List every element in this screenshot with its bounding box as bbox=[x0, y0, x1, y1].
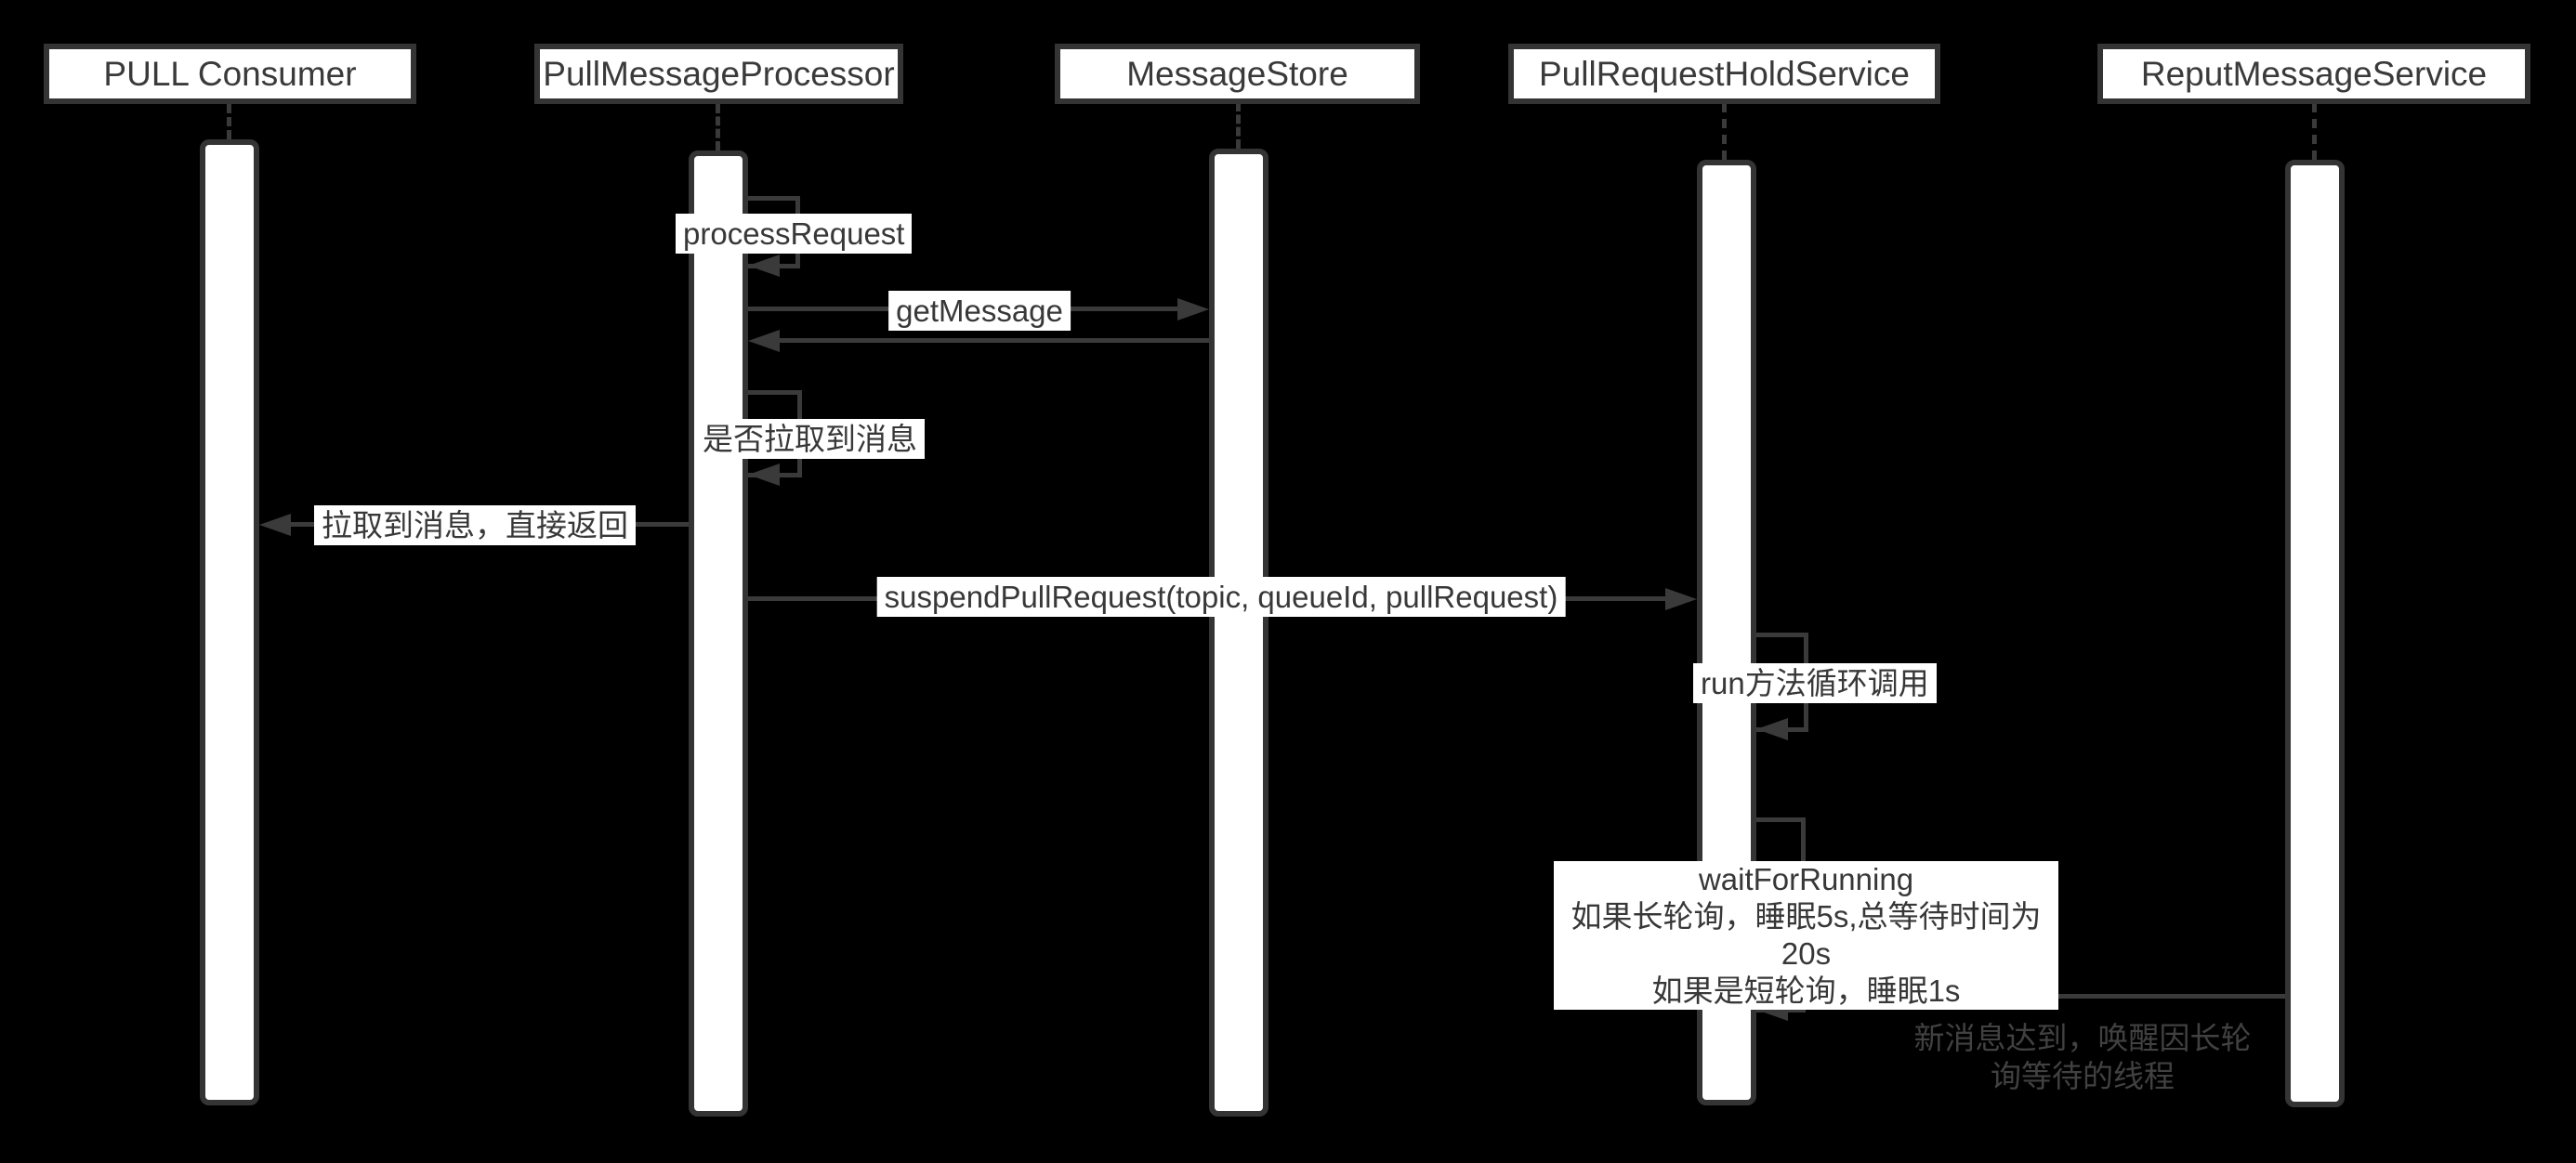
label-run: run方法循环调用 bbox=[1693, 663, 1937, 703]
note-line-2: 询等待的线程 bbox=[1991, 1059, 2175, 1093]
activation-message-store bbox=[1209, 149, 1268, 1117]
activation-reput-message-service bbox=[2285, 160, 2345, 1107]
lifeline-pull-request-hold-service bbox=[1722, 103, 1727, 160]
lifeline-reput-message-service bbox=[2312, 103, 2317, 160]
arrowhead-check-pulled bbox=[748, 464, 780, 486]
lifeline-pull-consumer bbox=[227, 104, 231, 139]
note-line-1: 新消息达到，唤醒因长轮 bbox=[1913, 1021, 2252, 1055]
wait-for-running-line-1: waitForRunning bbox=[1698, 862, 1914, 896]
participant-message-store: MessageStore bbox=[1055, 44, 1420, 104]
label-process-request: processRequest bbox=[676, 214, 913, 254]
arrowhead-process-request bbox=[748, 255, 780, 277]
wait-for-running-line-3: 如果是短轮询，睡眠1s bbox=[1651, 974, 1961, 1008]
line-notify-message-arriving bbox=[1865, 994, 2285, 999]
lifeline-pull-message-processor bbox=[716, 104, 720, 150]
label-get-message: getMessage bbox=[888, 291, 1071, 331]
activation-pull-consumer bbox=[200, 139, 259, 1105]
participant-label: MessageStore bbox=[1126, 54, 1348, 93]
arrowhead-get-message-return bbox=[748, 330, 780, 352]
participant-pull-message-processor: PullMessageProcessor bbox=[534, 44, 903, 104]
arrowhead-get-message bbox=[1177, 298, 1209, 320]
participant-label: PULL Consumer bbox=[103, 54, 357, 93]
activation-pull-message-processor bbox=[689, 150, 748, 1117]
participant-reput-message-service: ReputMessageService bbox=[2097, 44, 2530, 104]
arrowhead-return-to-consumer bbox=[259, 514, 291, 536]
arrowhead-suspend-pull-request bbox=[1665, 588, 1697, 610]
participant-label: PullRequestHoldService bbox=[1539, 54, 1910, 93]
label-suspend-pull-request: suspendPullRequest(topic, queueId, pullR… bbox=[876, 577, 1566, 617]
note-new-message-arrived: 新消息达到，唤醒因长轮 询等待的线程 bbox=[1914, 1019, 2252, 1095]
participant-label: PullMessageProcessor bbox=[543, 54, 895, 93]
label-return-to-consumer: 拉取到消息，直接返回 bbox=[314, 505, 636, 545]
arrowhead-run bbox=[1756, 718, 1788, 740]
participant-pull-consumer: PULL Consumer bbox=[44, 44, 416, 104]
line-get-message-return bbox=[778, 338, 1209, 343]
wait-for-running-line-2: 如果长轮询，睡眠5s,总等待时间为20s bbox=[1571, 899, 2042, 971]
label-wait-for-running: waitForRunning 如果长轮询，睡眠5s,总等待时间为20s 如果是短… bbox=[1554, 861, 2058, 1010]
participant-label: ReputMessageService bbox=[2140, 54, 2488, 93]
lifeline-message-store bbox=[1236, 102, 1241, 149]
label-check-pulled: 是否拉取到消息 bbox=[695, 419, 925, 459]
participant-pull-request-hold-service: PullRequestHoldService bbox=[1508, 44, 1940, 104]
